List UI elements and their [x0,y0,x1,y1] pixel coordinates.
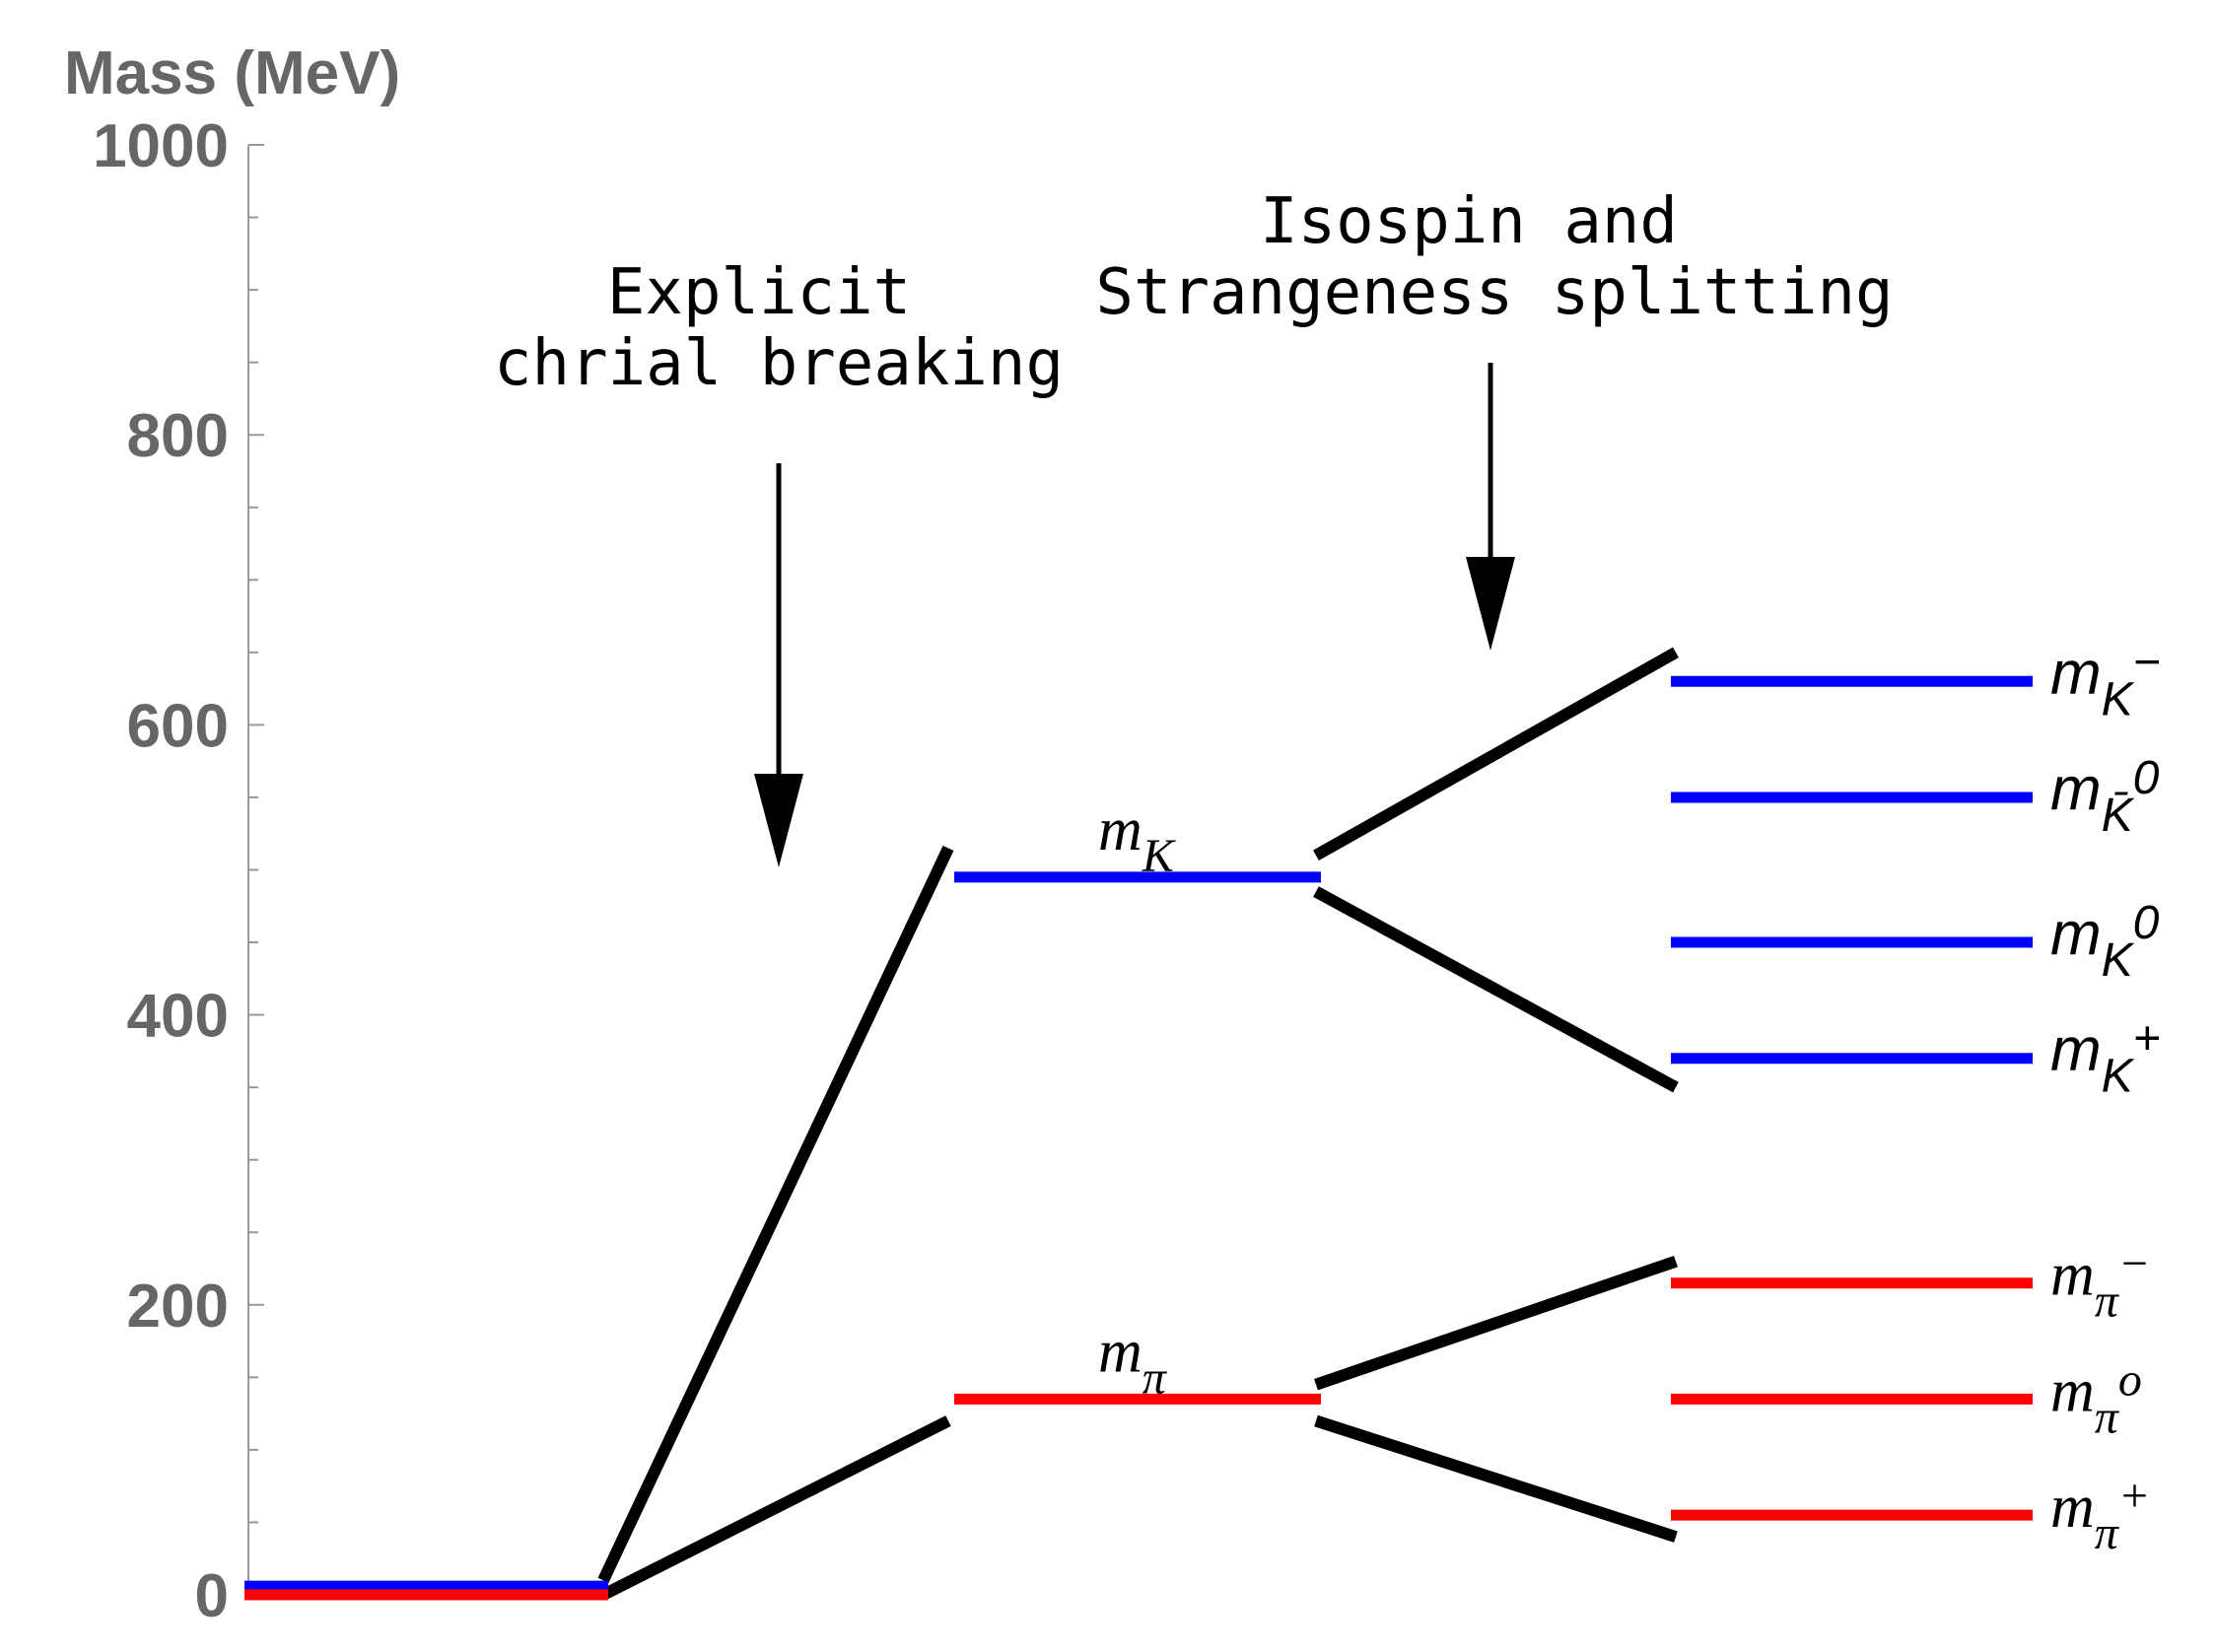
tick-label: 200 [127,1273,229,1341]
connector-line [1314,1255,1678,1391]
tick-label: 1000 [93,112,229,180]
tick-label: 600 [127,692,229,760]
tick-label: 800 [127,402,229,470]
tick-label: 0 [195,1562,229,1630]
label-split-pion: mπ− [2050,1238,2150,1328]
explicit-label-line1: Explicit [607,256,911,329]
label-split-kaon: mK0 [2050,897,2160,987]
energy-levels [244,675,2033,1601]
label-explicit-pion: mπ [1098,1318,1168,1404]
connector-line [1314,1414,1678,1543]
axis-title: Mass (MeV) [64,39,400,107]
level-labels: mK mπ mK− mK̄0 mK0 mK+ mπ− mπo mπ+ [1098,636,2161,1559]
isospin-arrow-head [1466,557,1515,651]
isospin-label-line1: Isospin and [1260,185,1678,258]
connector-line [1313,647,1679,861]
connector-line [600,1415,951,1601]
explicit-arrow-head [754,774,803,867]
label-split-kaon: mK̄0 [2050,752,2160,842]
y-axis-ticks: 0 200 400 600 800 1000 [93,112,264,1630]
isospin-label-line2: Strangeness splitting [1095,256,1893,329]
label-split-pion: mπo [2050,1353,2142,1443]
tick-label: 400 [127,983,229,1051]
label-split-pion: mπ+ [2050,1470,2150,1559]
label-explicit-kaon: mK [1098,796,1177,882]
connector-line [597,845,954,1583]
label-split-kaon: mK− [2050,636,2161,725]
isospin-splitting-annotation: Isospin and Strangeness splitting [1095,185,1894,651]
connector-lines [597,647,1679,1601]
connector-line [1313,886,1679,1093]
label-split-kaon: mK+ [2050,1013,2161,1103]
explicit-breaking-annotation: Explicit chrial breaking [494,256,1064,867]
explicit-label-line2: chrial breaking [494,327,1064,400]
